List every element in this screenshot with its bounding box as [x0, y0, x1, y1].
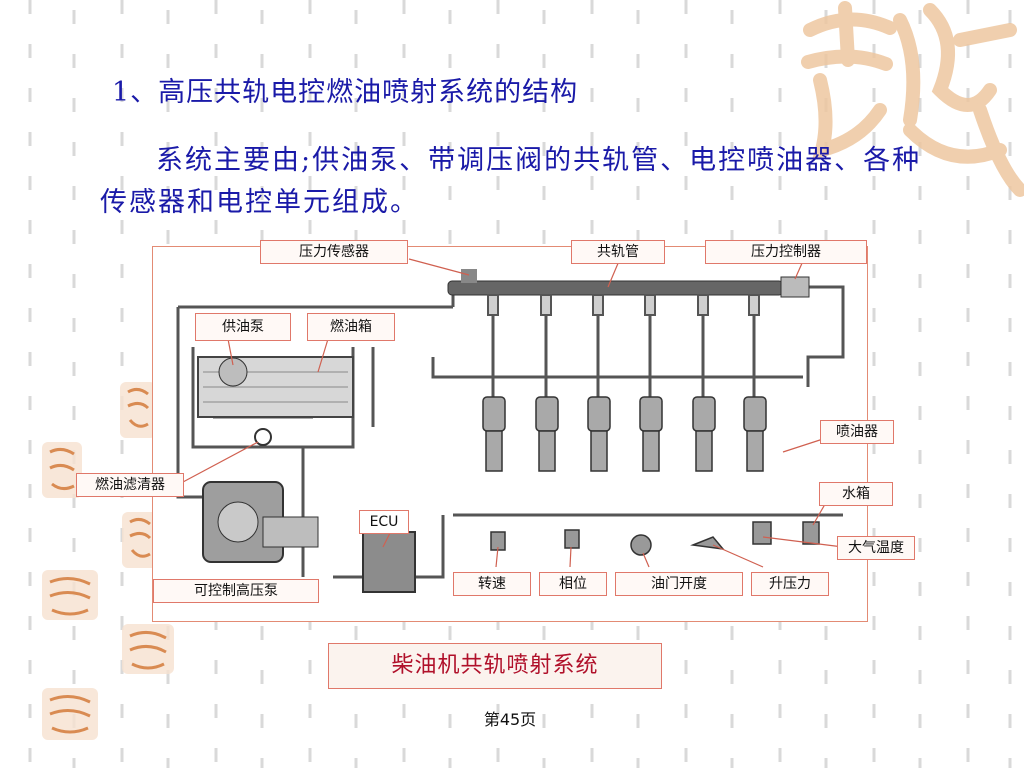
slide-title: 1、高压共轨电控燃油喷射系统的结构	[112, 77, 579, 108]
stamp-ornament	[42, 442, 82, 498]
label-pressure-sensor: 压力传感器	[260, 240, 408, 264]
label-throttle: 油门开度	[615, 572, 743, 596]
stamp-ornament	[122, 624, 174, 674]
diagram-frame: 压力传感器 共轨管 压力控制器 供油泵 燃油箱 喷油器 燃油滤清器 水箱 ECU…	[76, 240, 915, 622]
stamp-ornament	[42, 688, 98, 740]
slide-paragraph: 系统主要由;供油泵、带调压阀的共轨管、电控喷油器、各种传感器和电控单元组成。	[100, 145, 922, 218]
stamp-ornament	[122, 512, 158, 568]
label-phase: 相位	[539, 572, 607, 596]
label-fuel-tank: 燃油箱	[307, 313, 395, 341]
label-injector: 喷油器	[820, 420, 894, 444]
calligraphy-watermark	[801, 1, 1024, 197]
stamp-ornament	[42, 570, 98, 620]
page-number: 第45页	[483, 710, 537, 729]
diagram-caption: 柴油机共轨喷射系统	[328, 643, 662, 689]
label-speed: 转速	[453, 572, 531, 596]
label-fuel-filter: 燃油滤清器	[76, 473, 184, 497]
label-pressure-controller: 压力控制器	[705, 240, 867, 264]
label-ecu: ECU	[359, 510, 409, 534]
label-common-rail: 共轨管	[571, 240, 665, 264]
label-hp-pump: 可控制高压泵	[153, 579, 319, 603]
stamp-ornament	[120, 382, 156, 438]
label-water-tank: 水箱	[819, 482, 893, 506]
label-feed-pump: 供油泵	[195, 313, 291, 341]
label-air-temp: 大气温度	[837, 536, 915, 560]
label-boost: 升压力	[751, 572, 829, 596]
common-rail-schematic	[176, 258, 845, 593]
